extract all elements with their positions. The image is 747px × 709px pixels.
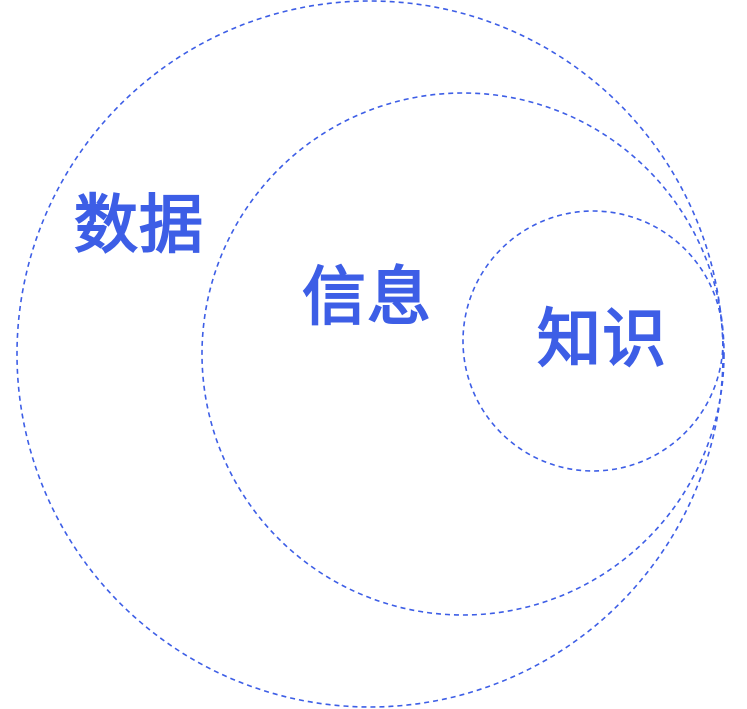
data-label: 数据 [74, 189, 204, 263]
inner-circle-knowledge [462, 210, 724, 472]
knowledge-label: 知识 [537, 303, 667, 377]
information-label: 信息 [302, 261, 432, 335]
middle-circle-information [201, 92, 725, 616]
